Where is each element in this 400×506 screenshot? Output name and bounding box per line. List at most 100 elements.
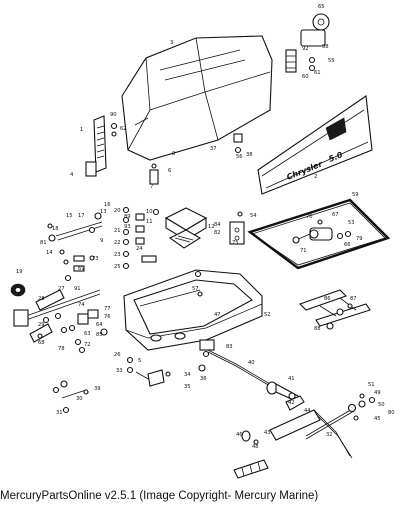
callout-87: 87 — [350, 296, 357, 302]
callout-38: 38 — [246, 152, 253, 158]
callout-11: 11 — [146, 219, 153, 225]
callout-70: 70 — [306, 214, 313, 220]
callout-48: 48 — [252, 444, 259, 450]
callout-43: 43 — [264, 430, 271, 436]
callout-3: 3 — [170, 40, 173, 46]
callout-42: 42 — [288, 400, 295, 406]
callout-40: 40 — [248, 360, 255, 366]
engine-cowl — [121, 35, 273, 161]
callout-13: 13 — [100, 209, 107, 215]
callout-36: 36 — [200, 376, 207, 382]
callout-49: 49 — [374, 390, 381, 396]
callout-92: 92 — [302, 46, 309, 52]
callout-86: 86 — [324, 296, 331, 302]
part-callouts: 1 2 3 4 5 6 7 8 9 10 11 12 13 14 15 16 1… — [16, 4, 395, 450]
callout-67: 67 — [332, 212, 339, 218]
callout-29: 29 — [38, 322, 45, 328]
callout-69: 69 — [78, 266, 85, 272]
callout-44: 44 — [304, 408, 311, 414]
callout-18: 18 — [52, 226, 59, 232]
callout-2: 2 — [314, 174, 317, 180]
throttle-grip — [233, 381, 353, 479]
callout-5: 5 — [138, 358, 141, 364]
callout-89: 89 — [124, 214, 131, 220]
callout-27: 27 — [58, 286, 65, 292]
callout-64: 64 — [96, 322, 103, 328]
callout-50: 50 — [378, 402, 385, 408]
image-caption: MercuryPartsOnline v2.5.1 (Image Copyrig… — [0, 490, 319, 502]
callout-81: 81 — [40, 240, 47, 246]
callout-68: 68 — [38, 340, 45, 346]
callout-73: 73 — [92, 256, 99, 262]
callout-31: 31 — [56, 410, 63, 416]
callout-52: 52 — [264, 312, 271, 318]
callout-21: 21 — [114, 228, 121, 234]
side-decal-panel: Chrysler 5.0 — [257, 95, 373, 195]
callout-25: 25 — [114, 264, 121, 270]
callout-65: 65 — [318, 4, 325, 10]
callout-12: 12 — [208, 224, 215, 230]
callout-39: 39 — [94, 386, 101, 392]
callout-4: 4 — [70, 172, 74, 178]
callout-71: 71 — [300, 248, 307, 254]
callout-66: 66 — [344, 242, 351, 248]
callout-47: 47 — [214, 312, 221, 318]
callout-58: 58 — [322, 44, 329, 50]
bottom-cowl-tray — [123, 269, 263, 351]
callout-56: 56 — [236, 154, 243, 160]
callout-62: 62 — [120, 126, 127, 132]
callout-1: 1 — [80, 127, 83, 133]
callout-78: 78 — [58, 346, 65, 352]
throttle-linkage — [47, 212, 103, 282]
callout-72: 72 — [84, 342, 91, 348]
side-vent-plate — [85, 115, 118, 177]
shift-rod — [305, 393, 376, 440]
callout-75: 75 — [232, 240, 239, 246]
callout-74: 74 — [78, 302, 85, 308]
callout-80: 80 — [388, 410, 395, 416]
diagram-drawing: Chrysler 5.0 — [10, 4, 395, 479]
callout-77: 77 — [104, 306, 111, 312]
shift-linkage — [13, 289, 108, 354]
callout-85: 85 — [96, 332, 103, 338]
callout-19: 19 — [16, 269, 23, 275]
callout-24: 24 — [136, 246, 143, 252]
callout-51: 51 — [368, 382, 375, 388]
callout-15: 15 — [66, 213, 73, 219]
callout-83: 83 — [226, 344, 233, 350]
exploded-parts-diagram: Chrysler 5.0 — [10, 4, 395, 479]
callout-6: 6 — [168, 168, 171, 174]
callout-90: 90 — [110, 112, 117, 118]
callout-57: 57 — [192, 286, 199, 292]
callout-91: 91 — [74, 286, 81, 292]
callout-76: 76 — [104, 314, 111, 320]
callout-10: 10 — [146, 209, 153, 215]
callout-26: 26 — [114, 352, 121, 358]
callout-37: 37 — [210, 146, 217, 152]
callout-30: 30 — [76, 396, 83, 402]
tiller-bracket — [298, 289, 371, 330]
callout-23: 23 — [114, 252, 121, 258]
callout-14: 14 — [46, 250, 53, 256]
lower-hardware — [52, 339, 271, 414]
callout-53: 53 — [348, 220, 355, 226]
callout-59: 59 — [352, 192, 359, 198]
mount-bracket — [229, 211, 245, 245]
cowl-bracket — [149, 133, 243, 185]
callout-32: 32 — [326, 432, 333, 438]
callout-63: 63 — [84, 331, 91, 337]
callout-54: 54 — [250, 213, 257, 219]
callout-55: 55 — [328, 58, 335, 64]
callout-20: 20 — [114, 208, 121, 214]
cowl-seal — [247, 198, 391, 270]
callout-60: 60 — [302, 74, 309, 80]
grommet — [10, 283, 26, 297]
callout-22: 22 — [114, 240, 121, 246]
control-box — [164, 207, 208, 249]
callout-41: 41 — [288, 376, 295, 382]
callout-16: 16 — [104, 202, 111, 208]
callout-34: 34 — [184, 372, 191, 378]
solenoid-assembly — [292, 219, 352, 244]
fastener-column — [122, 206, 160, 270]
callout-79: 79 — [356, 236, 363, 242]
